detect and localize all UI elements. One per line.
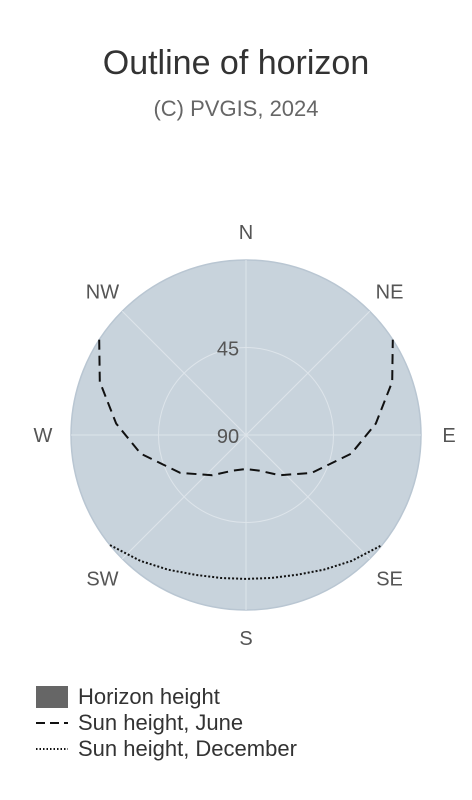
legend-swatch-horizon-rect: [36, 686, 68, 708]
legend-label-june: Sun height, June: [78, 710, 244, 735]
direction-label-w: W: [34, 425, 53, 447]
chart-title: Outline of horizon: [102, 44, 370, 82]
radial-tick-45: 45: [217, 339, 239, 361]
direction-label-ne: NE: [376, 281, 404, 303]
direction-label-e: E: [442, 425, 455, 447]
legend-swatch-horizon: [36, 686, 68, 708]
chart-subtitle: (C) PVGIS, 2024: [153, 96, 319, 121]
direction-label-s: S: [239, 628, 252, 650]
direction-label-n: N: [239, 222, 253, 244]
polar-chart: 45 90 N NE E SE S SW W NW: [34, 222, 456, 650]
radial-tick-90: 90: [217, 426, 239, 448]
legend-swatch-june: [36, 722, 68, 724]
direction-label-se: SE: [376, 569, 403, 591]
sun-path-june: [98, 339, 394, 477]
legend-label-horizon: Horizon height: [78, 684, 220, 709]
direction-label-nw: NW: [86, 281, 119, 303]
sun-path-december: [109, 544, 383, 580]
direction-label-sw: SW: [86, 569, 118, 591]
legend-swatch-december: [36, 748, 68, 750]
legend-label-december: Sun height, December: [78, 736, 297, 761]
grid-ring-45: [158, 347, 334, 523]
